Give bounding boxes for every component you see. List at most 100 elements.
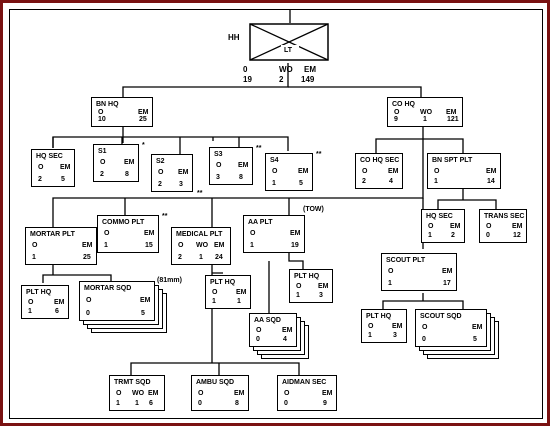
unit-title: AA PLT <box>248 219 273 226</box>
value-em: 25 <box>139 116 147 123</box>
unit-title: HQ SEC <box>426 213 453 220</box>
label-em: EM <box>290 230 301 237</box>
value-o: 0 <box>86 310 90 317</box>
unit-box-scout-sqd: SCOUT SQD O EM 0 5 <box>415 309 487 347</box>
value-o: 1 <box>296 292 300 299</box>
label-o: O <box>434 168 440 175</box>
value-o: 0 <box>198 400 202 407</box>
value-o: 0 <box>422 336 426 343</box>
value-o: 2 <box>100 171 104 178</box>
value-em: 121 <box>447 116 459 123</box>
value-em: 24 <box>215 254 223 261</box>
unit-title: BN SPT PLT <box>432 157 473 164</box>
value-o: 9 <box>394 116 398 123</box>
label-o: O <box>98 109 104 116</box>
hq-index: 0 <box>243 65 248 74</box>
label-em: EM <box>238 162 249 169</box>
unit-title: BN HQ <box>96 101 119 108</box>
value-o: 1 <box>434 178 438 185</box>
footnote-mark: ** <box>162 213 168 220</box>
label-wo: WO <box>420 109 433 116</box>
label-em: EM <box>234 390 245 397</box>
unit-title: PLT HQ <box>210 279 236 286</box>
value-wo: 1 <box>423 116 427 123</box>
label-o: O <box>158 169 164 176</box>
value-o: 1 <box>212 298 216 305</box>
unit-title: PLT HQ <box>366 313 392 320</box>
hq-value-wo: 2 <box>279 75 284 84</box>
unit-title: CO HQ SEC <box>360 157 400 164</box>
label-o: O <box>428 223 434 230</box>
value-em: 1 <box>237 298 241 305</box>
label-o: O <box>284 390 290 397</box>
value-em: 8 <box>125 171 129 178</box>
value-wo: 1 <box>199 254 203 261</box>
unit-title: HQ SEC <box>36 153 63 160</box>
footnote-mark: ** <box>316 151 322 158</box>
value-o: 3 <box>216 174 220 181</box>
label-em: EM <box>282 327 293 334</box>
label-em: EM <box>144 230 155 237</box>
value-o: 10 <box>98 116 106 123</box>
unit-title: MORTAR PLT <box>30 231 75 238</box>
label-em: EM <box>124 159 135 166</box>
value-o: 1 <box>116 400 120 407</box>
label-em: EM <box>60 164 71 171</box>
value-o: 1 <box>428 232 432 239</box>
value-o: 0 <box>486 232 490 239</box>
unit-title: TRANS SEC <box>484 213 525 220</box>
unit-title: SCOUT SQD <box>420 313 462 320</box>
label-o: O <box>256 327 262 334</box>
hq-value-em: 149 <box>301 75 315 84</box>
label-em: EM <box>138 109 149 116</box>
unit-title: TRMT SQD <box>114 379 151 386</box>
value-wo: 1 <box>135 400 139 407</box>
value-em: 5 <box>473 336 477 343</box>
label-em: EM <box>140 297 151 304</box>
connector-lines <box>42 10 497 375</box>
value-em: 25 <box>83 254 91 261</box>
label-em: EM <box>446 109 457 116</box>
value-o: 1 <box>368 332 372 339</box>
label-em: EM <box>82 242 93 249</box>
label-o: O <box>272 168 278 175</box>
label-o: O <box>362 168 368 175</box>
hq-designator: HH <box>228 33 240 42</box>
label-em: EM <box>512 223 523 230</box>
label-em: EM <box>442 268 453 275</box>
label-em: EM <box>318 283 329 290</box>
value-o: 0 <box>256 336 260 343</box>
unit-title: AMBU SQD <box>196 379 235 386</box>
label-em: EM <box>388 168 399 175</box>
value-o: 0 <box>284 400 288 407</box>
label-o: O <box>104 230 110 237</box>
value-em: 4 <box>283 336 287 343</box>
label-em: EM <box>472 324 483 331</box>
footnote-mark: (TOW) <box>303 206 324 213</box>
value-em: 8 <box>235 400 239 407</box>
footnote-mark: (81mm) <box>157 277 182 284</box>
label-o: O <box>422 324 428 331</box>
unit-title: AIDMAN SEC <box>282 379 327 386</box>
label-em: EM <box>450 223 461 230</box>
label-o: O <box>388 268 394 275</box>
value-em: 9 <box>323 400 327 407</box>
